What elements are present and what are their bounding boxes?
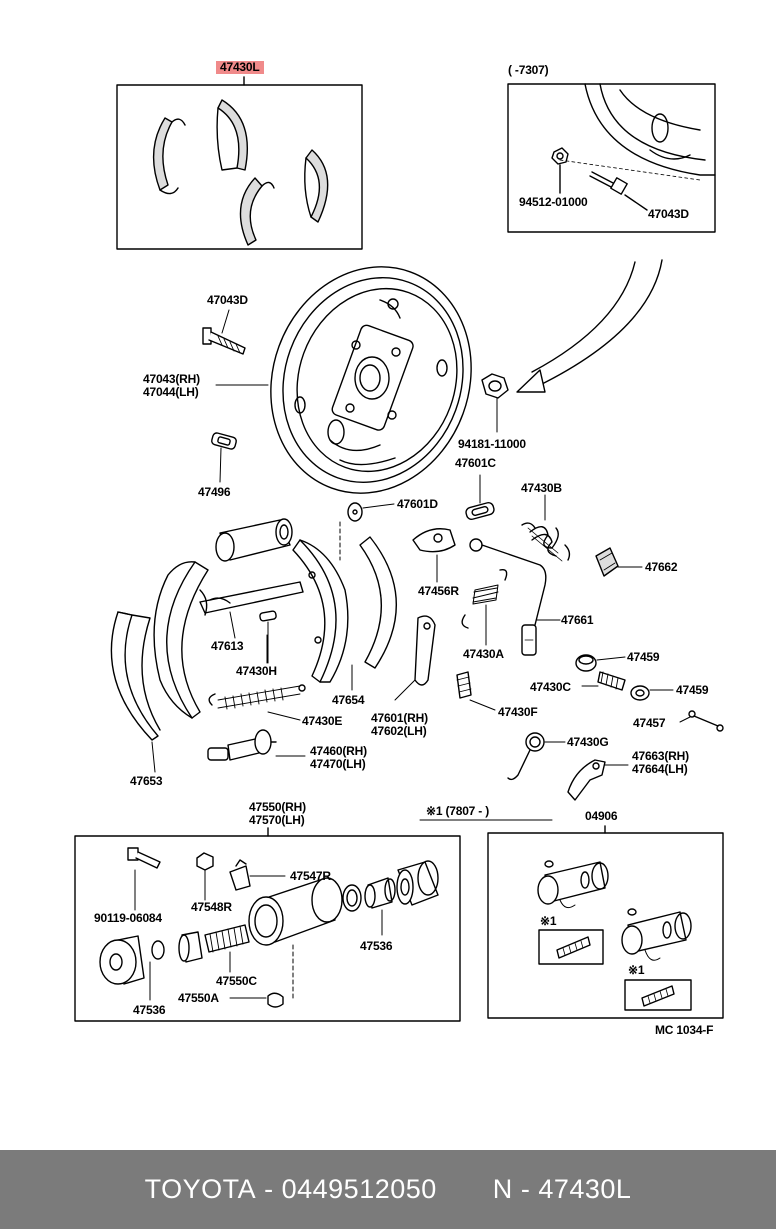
label-47430F[interactable]: 47430F [498, 705, 538, 719]
spring-47430F [456, 671, 496, 711]
label-47043D[interactable]: 47043D [207, 293, 248, 307]
collar-47459b [630, 685, 674, 701]
label-47430G[interactable]: 47430G [567, 735, 609, 749]
label-47550C[interactable]: 47550C [216, 974, 257, 988]
footer-separator: - [264, 1174, 274, 1204]
label-47459-upper[interactable]: 47459 [627, 650, 660, 664]
label-47601D[interactable]: 47601D [397, 497, 438, 511]
label-47664-lh[interactable]: 47664(LH) [632, 762, 688, 776]
spring-47430G [507, 732, 566, 781]
label-47457[interactable]: 47457 [633, 716, 666, 730]
pin-47457 [679, 710, 724, 732]
label-47661[interactable]: 47661 [561, 613, 594, 627]
shoe-kit-box [116, 76, 363, 250]
label-47044-lh[interactable]: 47044(LH) [143, 385, 199, 399]
footer-part-number: 0449512050 [281, 1174, 437, 1204]
label-04906[interactable]: 04906 [585, 809, 618, 823]
clip-47662 [595, 547, 643, 577]
footer-ref: 47430L [538, 1174, 632, 1204]
clip-47601D [339, 502, 395, 561]
adjuster-47613 [199, 581, 304, 664]
wheel-cylinder [215, 518, 293, 562]
label-47601-rh[interactable]: 47601(RH) [371, 711, 428, 725]
spring-47430A [461, 569, 508, 646]
label-47654[interactable]: 47654 [332, 693, 365, 707]
lever-47663 [567, 759, 629, 801]
label-47496[interactable]: 47496 [198, 485, 231, 499]
nut-94181 [481, 373, 509, 433]
label-47547R[interactable]: 47547R [290, 869, 331, 883]
label-47662[interactable]: 47662 [645, 560, 678, 574]
label-47663-rh[interactable]: 47663(RH) [632, 749, 689, 763]
label-47550A[interactable]: 47550A [178, 991, 219, 1005]
shoe-right [292, 539, 349, 683]
bolt-47043D [202, 309, 246, 355]
label-inset-range: ( -7307) [508, 63, 549, 77]
label-mc-code: MC 1034-F [655, 1023, 714, 1037]
clip-47496 [211, 432, 237, 483]
adjuster-47460 [207, 729, 306, 761]
spring-47430B [521, 494, 571, 562]
label-94512-01000[interactable]: 94512-01000 [519, 195, 588, 209]
label-47430E[interactable]: 47430E [302, 714, 343, 728]
footer-bar: TOYOTA - 0449512050 N - 47430L [0, 1150, 776, 1229]
label-47459-lower[interactable]: 47459 [676, 683, 709, 697]
lining-47654 [351, 536, 398, 691]
backing-plate [270, 266, 472, 494]
parts-diagram [74, 76, 724, 1022]
label-47470-lh[interactable]: 47470(LH) [310, 757, 366, 771]
label-47456R[interactable]: 47456R [418, 584, 459, 598]
footer-separator-2: - [520, 1174, 531, 1204]
footer-text: TOYOTA - 0449512050 N - 47430L [0, 1150, 776, 1229]
label-47043-rh[interactable]: 47043(RH) [143, 372, 200, 386]
footer-brand: TOYOTA [144, 1174, 257, 1204]
repair-kit-box [419, 819, 724, 1019]
label-47548R[interactable]: 47548R [191, 900, 232, 914]
label-47613[interactable]: 47613 [211, 639, 244, 653]
label-47430A[interactable]: 47430A [463, 647, 504, 661]
label-note1-b: ※1 [628, 963, 645, 977]
plate-47456R [412, 528, 456, 583]
inset-arrow [516, 259, 663, 393]
label-47536-left[interactable]: 47536 [133, 1003, 166, 1017]
label-47043D-inset[interactable]: 47043D [648, 207, 689, 221]
label-note1-a: ※1 [540, 914, 557, 928]
label-47430B[interactable]: 47430B [521, 481, 562, 495]
label-47550-rh[interactable]: 47550(RH) [249, 800, 306, 814]
label-47430C[interactable]: 47430C [530, 680, 571, 694]
lever-47601 [394, 615, 436, 701]
collar-47459a [575, 654, 626, 672]
label-90119-06084[interactable]: 90119-06084 [94, 911, 162, 925]
inset-box [507, 83, 716, 233]
label-94181-11000[interactable]: 94181-11000 [458, 437, 526, 451]
label-47536-right[interactable]: 47536 [360, 939, 393, 953]
clip-47601C [465, 474, 495, 520]
cylinder-box [74, 827, 461, 1022]
label-47602-lh[interactable]: 47602(LH) [371, 724, 427, 738]
cable-47661 [469, 538, 561, 656]
label-47570-lh[interactable]: 47570(LH) [249, 813, 305, 827]
label-47430L-highlight[interactable]: 47430L [216, 61, 264, 74]
label-47460-rh[interactable]: 47460(RH) [310, 744, 367, 758]
label-47653[interactable]: 47653 [130, 774, 163, 788]
label-47601C[interactable]: 47601C [455, 456, 496, 470]
spring-47430C [581, 671, 626, 691]
label-47430H[interactable]: 47430H [236, 664, 277, 678]
shoe-left [153, 561, 209, 719]
lining-47653 [110, 611, 161, 773]
footer-n-label: N [492, 1174, 513, 1204]
spring-47430E [208, 684, 306, 721]
label-note-range: ※1 (7807 - ) [426, 804, 490, 818]
